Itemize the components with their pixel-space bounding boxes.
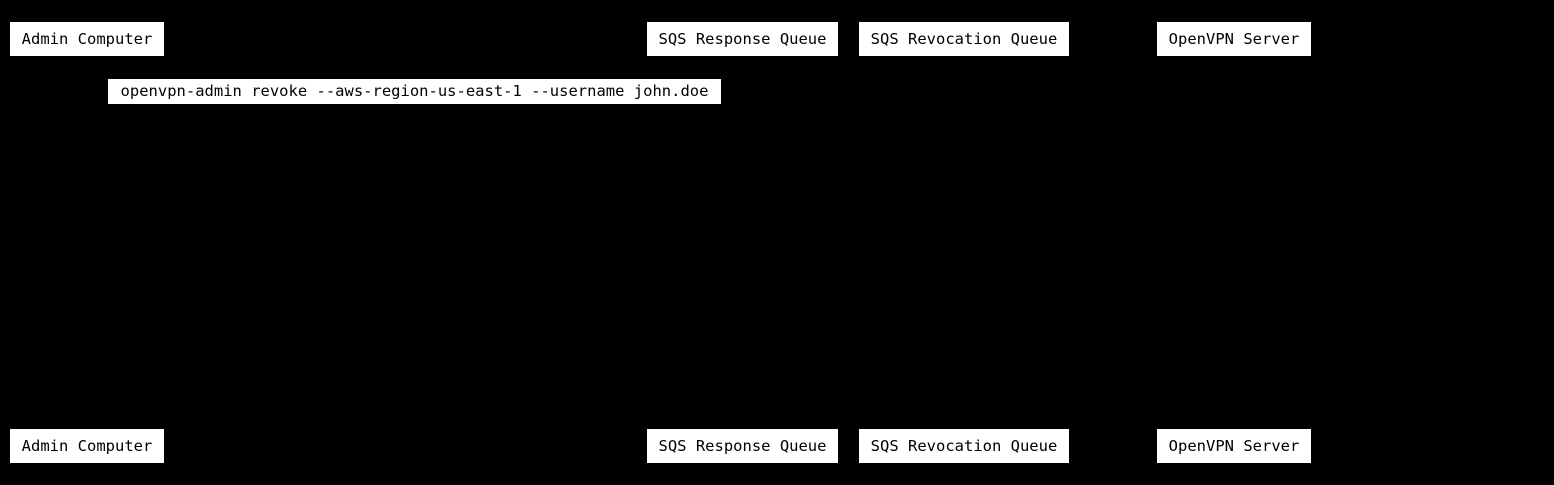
participant-admin-computer-bottom: Admin Computer — [10, 429, 164, 463]
participant-openvpn-server-bottom: OpenVPN Server — [1157, 429, 1311, 463]
participant-sqs-revocation-queue-bottom: SQS Revocation Queue — [859, 429, 1069, 463]
participant-admin-computer-top: Admin Computer — [10, 22, 164, 56]
participant-openvpn-server-top: OpenVPN Server — [1157, 22, 1311, 56]
participant-sqs-response-queue-top: SQS Response Queue — [647, 22, 838, 56]
message-label-revoke-command: openvpn-admin revoke --aws-region-us-eas… — [108, 79, 721, 104]
participant-sqs-response-queue-bottom: SQS Response Queue — [647, 429, 838, 463]
participant-sqs-revocation-queue-top: SQS Revocation Queue — [859, 22, 1069, 56]
